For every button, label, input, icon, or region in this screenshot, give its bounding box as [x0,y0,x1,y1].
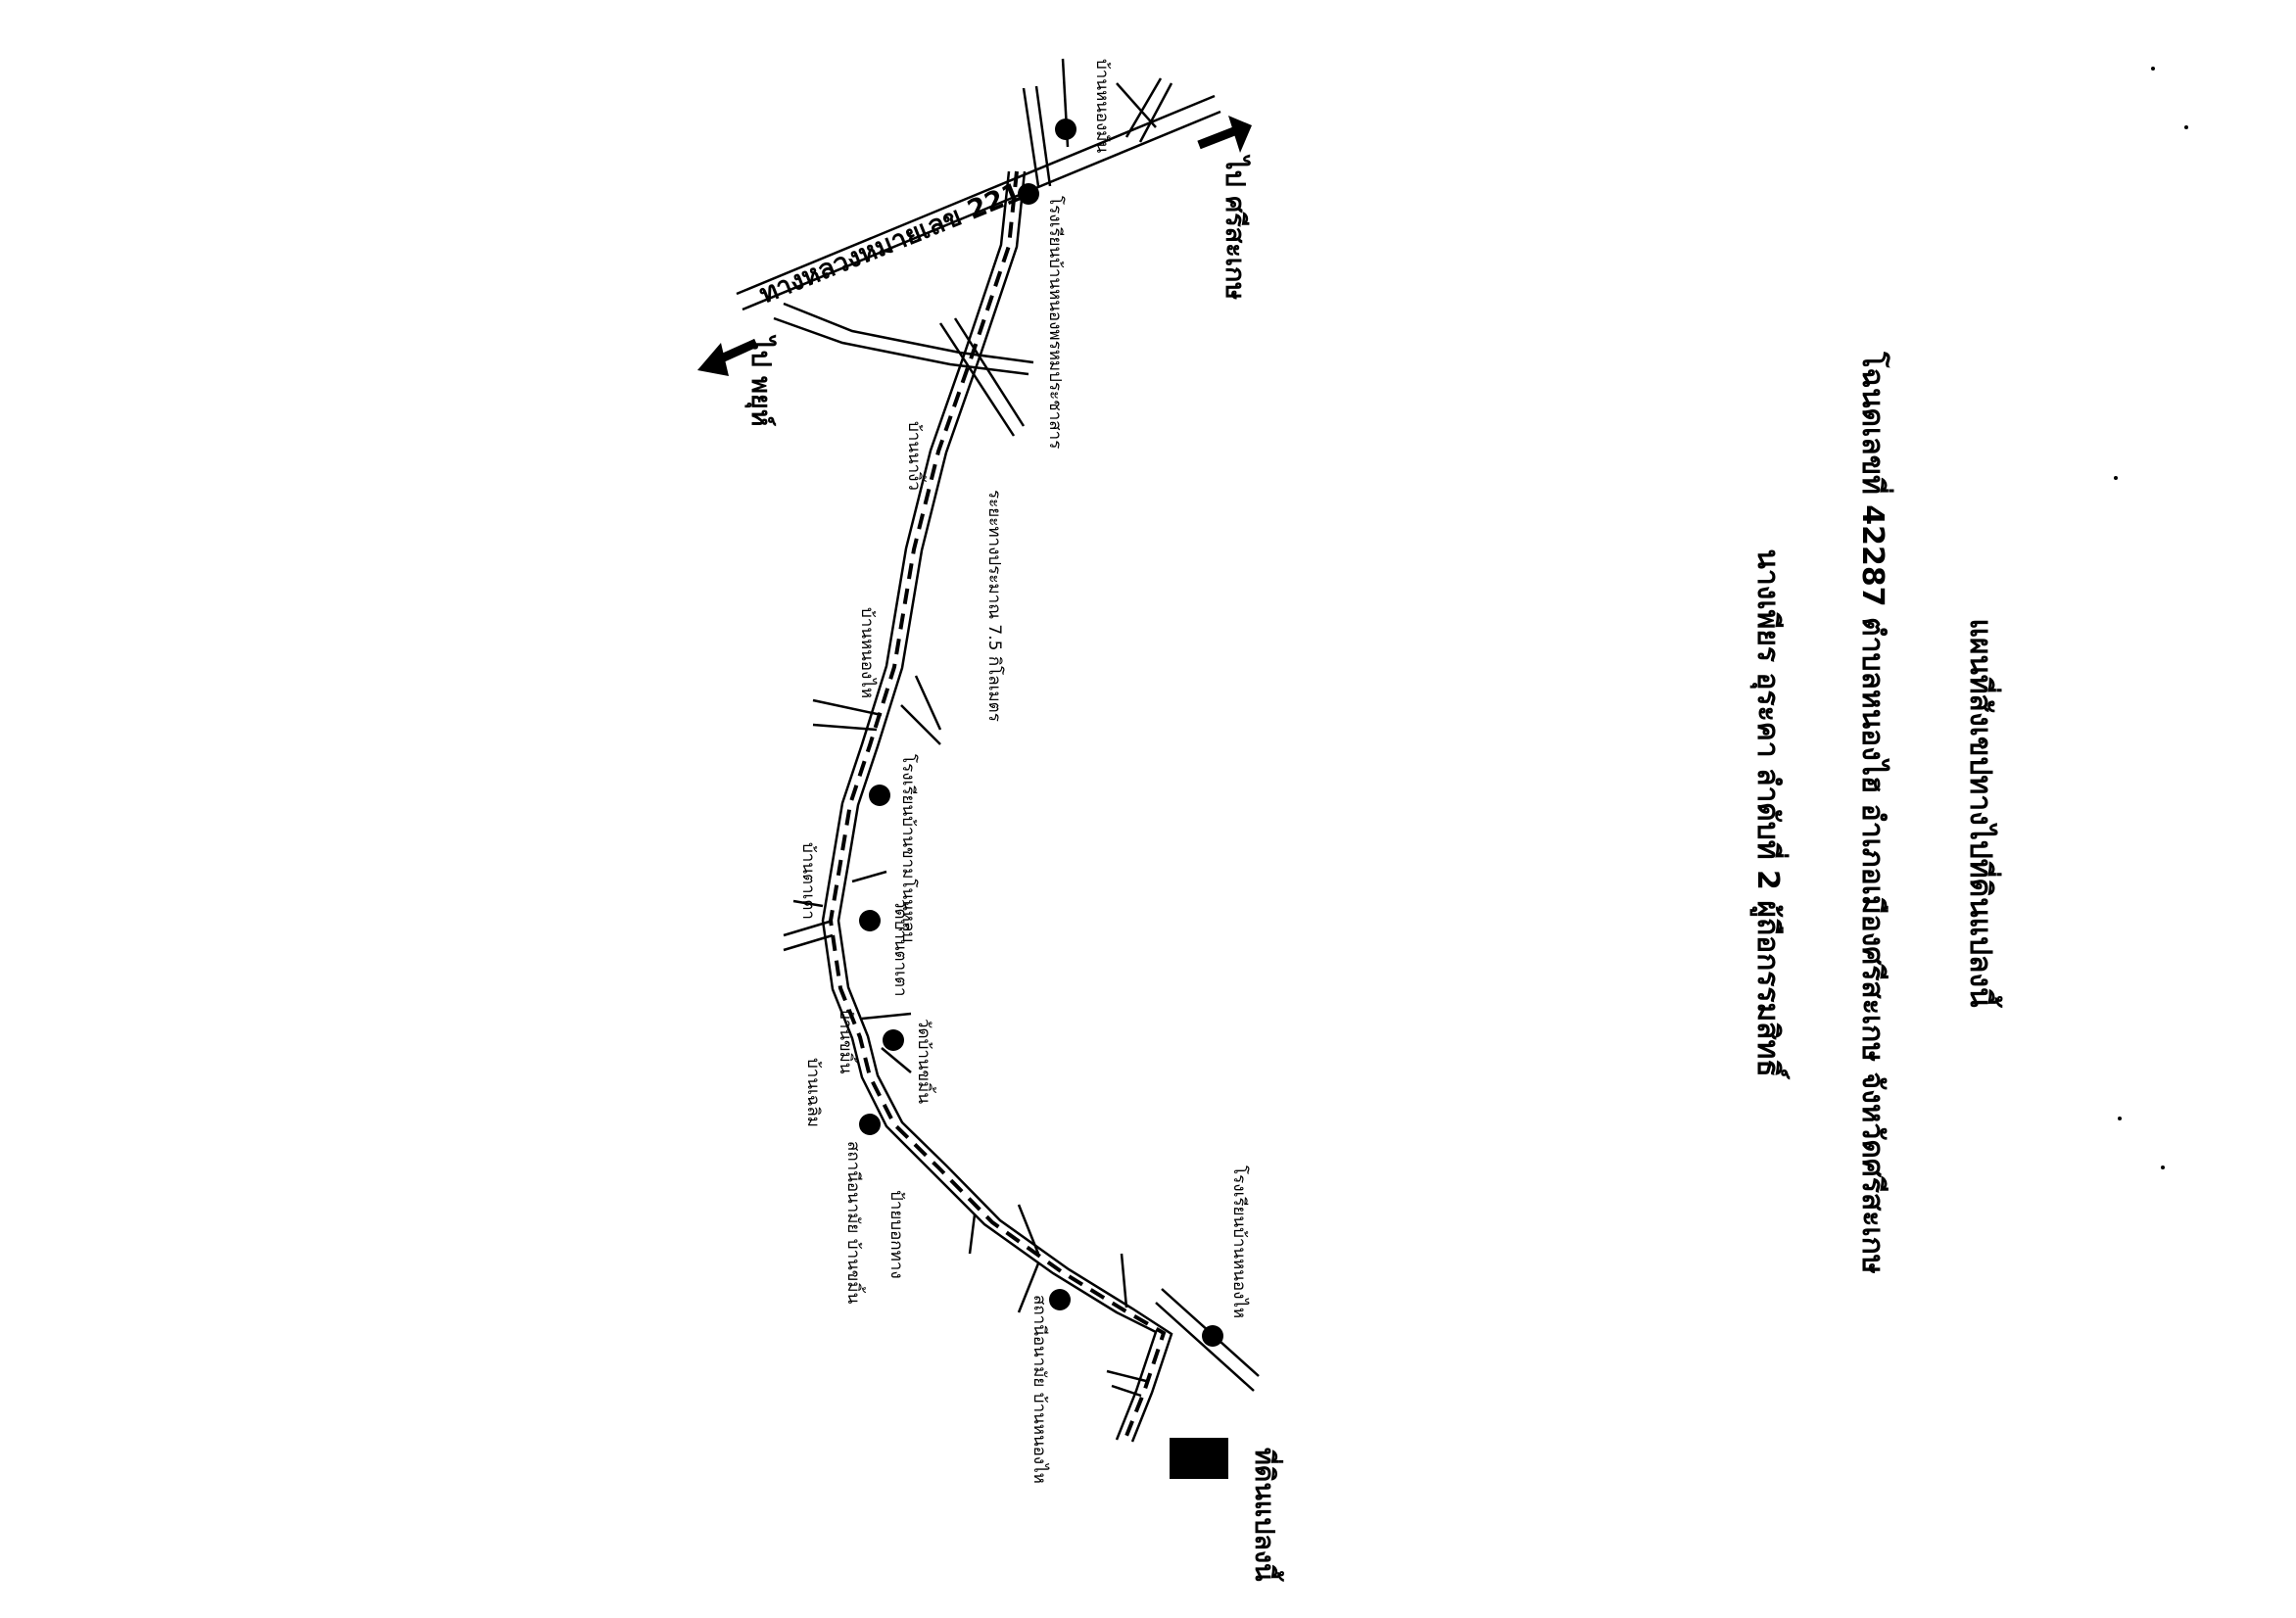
label-school-top: โรงเรียนบ้านหนองพรหมประชาสาร [1045,196,1066,449]
landmark-dot [883,1029,904,1051]
label-ban-ta-tao: บ้านตาเตา [798,842,818,920]
title-line-2: โฉนดเลขที่ 42287 ตำบลหนองไฮ อำเภอเมืองศร… [1855,351,1894,1273]
place-labels: บ้านหนองมัน โรงเรียนบ้านหนองพรหมประชาสาร… [798,59,1250,1484]
label-temple-2: วัดบ้านขมิ้น [914,1019,936,1104]
landmark-dots [859,119,1223,1347]
highway-221 [736,58,1221,376]
destination-label: ที่ดินแปลงนี้ [1249,1448,1285,1583]
label-school-mid: โรงเรียนบ้านขามโนนหลุบ [898,754,919,942]
label-distance: ระยะทางประมาณ 7.5 กิโลเมตร [984,490,1005,722]
label-north-top: บ้านหนองมัน [1092,59,1112,154]
label-ban-chaloem: บ้านเฉลิม [803,1058,823,1127]
label-school-bottom: โรงเรียนบ้านหนองไห [1229,1166,1250,1318]
landmark-dot [1049,1289,1071,1310]
scan-speck [2114,476,2118,480]
landmark-dot [1018,183,1039,205]
label-to-phayu: ไป พยุห์ [744,334,777,427]
landmark-dot [869,785,890,806]
landmark-dot [1202,1325,1223,1347]
label-village-fork: ป้ายบอกทาง [886,1190,906,1279]
landmark-dot [1055,119,1076,140]
label-to-sisaket: ไป ศรีสะเกษ [1220,154,1251,300]
landmark-dot [859,1114,881,1135]
label-health-2: สถานีอนามัย บ้านหนองไห [1029,1295,1050,1484]
main-road [821,170,1173,1443]
landmark-dot [859,910,881,931]
side-roads [783,317,1260,1398]
scan-speck [2184,125,2188,129]
scan-marks [2114,67,2188,1169]
title-line-1: แผนที่สังเขปทางไปที่ดินแปลงนี้ [1963,618,2003,1008]
scan-speck [2118,1117,2122,1120]
arrow-to-sisaket-icon [1197,116,1252,153]
label-ban-khamin: บ้านขมิ้น [836,1009,858,1074]
map-title: แผนที่สังเขปทางไปที่ดินแปลงนี้ โฉนดเลขที… [1749,351,2003,1273]
label-ban-ngio: บ้านนางิ้ว [904,421,927,491]
label-temple-1: วัดบ้านตาเตา [890,899,910,997]
title-line-3: นางเพียร อุระคา ลำดับที่ 2 ผู้ถือกรรมสิท… [1749,548,1791,1080]
label-health-1: สถานีอนามัย บ้านขมิ้น [843,1141,866,1305]
scan-speck [2151,67,2155,71]
parcel-marker [1170,1438,1228,1479]
scan-speck [2161,1166,2165,1169]
label-ban-nong-hai: บ้านหนองไห [857,607,878,698]
arrow-to-phayu-icon [697,338,758,376]
